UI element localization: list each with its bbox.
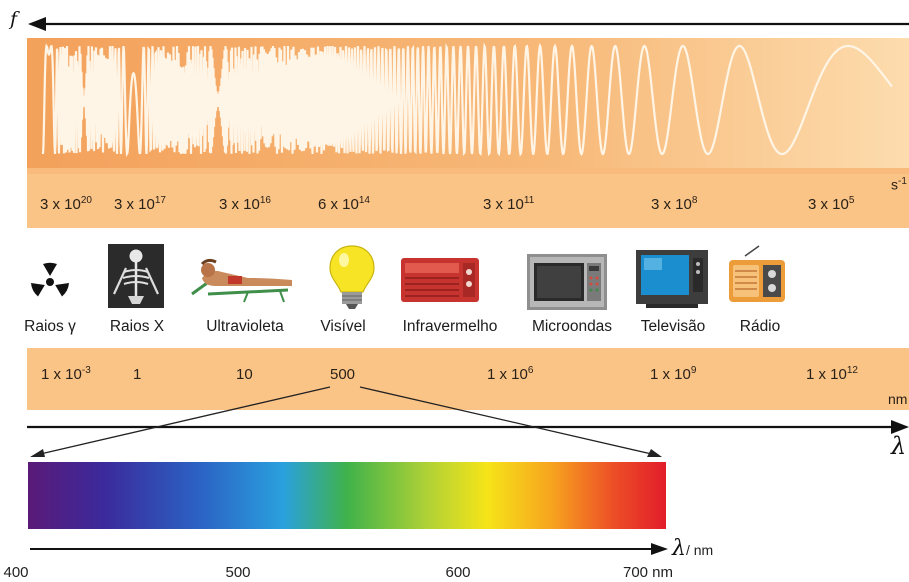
visible-axis-arrowhead bbox=[651, 543, 668, 555]
zoom-arrow-left bbox=[30, 449, 45, 457]
visible-tick-label: 400 bbox=[3, 564, 29, 581]
wavelength-value: 10 bbox=[236, 366, 253, 383]
source-label: Visível bbox=[320, 318, 366, 335]
radio-icon bbox=[729, 245, 785, 302]
frequency-label: 3 x 1016 bbox=[219, 195, 271, 213]
zoom-line-left bbox=[35, 386, 331, 456]
wavelength-exponent: -3 bbox=[81, 365, 91, 376]
source-label: Raios γ bbox=[24, 318, 76, 335]
frequency-exponent: 17 bbox=[154, 195, 166, 206]
frequency-label: 3 x 1017 bbox=[114, 195, 166, 213]
frequency-band bbox=[27, 168, 909, 228]
radiation-icon bbox=[31, 262, 69, 297]
frequency-label: 3 x 105 bbox=[808, 195, 854, 213]
wavelength-exponent: 6 bbox=[527, 365, 534, 376]
source-label: Infravermelho bbox=[402, 318, 498, 335]
sunbather-icon bbox=[191, 258, 292, 303]
frequency-value: 3 x 10 bbox=[114, 196, 155, 213]
source-label: Ultravioleta bbox=[206, 318, 284, 335]
wavelength-label: 1 x 1012 bbox=[806, 365, 858, 383]
visible-tick-label: 600 bbox=[445, 564, 471, 581]
frequency-value: 3 x 10 bbox=[651, 196, 692, 213]
light-bulb-icon bbox=[329, 245, 375, 309]
visible-axis-unit: / nm bbox=[685, 542, 714, 558]
visible-tick-label: 700 nm bbox=[622, 564, 674, 581]
wave-curve bbox=[41, 42, 893, 157]
wavelength-label: 1 x 10-3 bbox=[41, 365, 91, 383]
wavelength-axis-symbol: λ bbox=[891, 432, 907, 460]
wavelength-value: 1 x 10 bbox=[806, 366, 847, 383]
visible-spectrum-bar bbox=[28, 462, 666, 529]
wavelength-exponent: 9 bbox=[690, 365, 697, 376]
frequency-exponent: 5 bbox=[848, 195, 855, 206]
frequency-axis-arrowhead bbox=[28, 17, 46, 31]
frequency-value: 6 x 10 bbox=[318, 196, 359, 213]
wavelength-label: 10 bbox=[236, 365, 253, 383]
wavelength-value: 1 x 10 bbox=[487, 366, 528, 383]
frequency-axis-symbol: f bbox=[10, 8, 18, 30]
frequency-exponent: 14 bbox=[358, 195, 370, 206]
source-label: Microondas bbox=[531, 318, 613, 335]
wavelength-value: 1 x 10 bbox=[650, 366, 691, 383]
source-label: Rádio bbox=[739, 318, 781, 335]
source-label: Televisão bbox=[640, 318, 706, 335]
frequency-band-highlight bbox=[27, 168, 909, 174]
wavelength-value: 1 bbox=[133, 366, 142, 383]
wavelength-value: 1 x 10 bbox=[41, 366, 82, 383]
frequency-value: 3 x 10 bbox=[483, 196, 524, 213]
visible-axis-symbol: λ bbox=[672, 536, 686, 561]
visible-axis-title: λ/ nm bbox=[672, 536, 713, 561]
wavelength-band bbox=[27, 348, 909, 410]
frequency-label: 3 x 108 bbox=[651, 195, 697, 213]
xray-skeleton-icon bbox=[108, 244, 164, 308]
frequency-unit-base: s bbox=[891, 176, 898, 193]
visible-tick-label: 500 bbox=[225, 564, 251, 581]
wavelength-label: 1 x 106 bbox=[487, 365, 533, 383]
source-label: Raios X bbox=[109, 318, 165, 335]
frequency-value: 3 x 10 bbox=[219, 196, 260, 213]
frequency-exponent: 20 bbox=[80, 195, 92, 206]
wavelength-label: 500 bbox=[330, 365, 355, 383]
frequency-label: 3 x 1020 bbox=[40, 195, 92, 213]
wavelength-label: 1 bbox=[133, 365, 141, 383]
frequency-exponent: 8 bbox=[691, 195, 698, 206]
television-icon bbox=[636, 250, 708, 308]
frequency-label: 3 x 1011 bbox=[483, 195, 534, 213]
microwave-icon bbox=[527, 254, 607, 310]
heater-icon bbox=[401, 258, 479, 302]
wavelength-value: 500 bbox=[330, 366, 356, 383]
frequency-value: 3 x 10 bbox=[40, 196, 81, 213]
frequency-label: 6 x 1014 bbox=[318, 195, 370, 213]
frequency-exponent: 16 bbox=[259, 195, 271, 206]
wavelength-unit: nm bbox=[888, 391, 908, 407]
wavelength-label: 1 x 109 bbox=[650, 365, 696, 383]
frequency-value: 3 x 10 bbox=[808, 196, 849, 213]
frequency-unit-exponent: -1 bbox=[898, 176, 907, 187]
wavelength-axis-arrowhead bbox=[891, 420, 909, 434]
zoom-line-right bbox=[359, 386, 657, 456]
frequency-unit: s-1 bbox=[891, 176, 907, 193]
frequency-exponent: 11 bbox=[523, 195, 535, 206]
zoom-arrow-right bbox=[647, 449, 662, 457]
wavelength-exponent: 12 bbox=[846, 365, 858, 376]
